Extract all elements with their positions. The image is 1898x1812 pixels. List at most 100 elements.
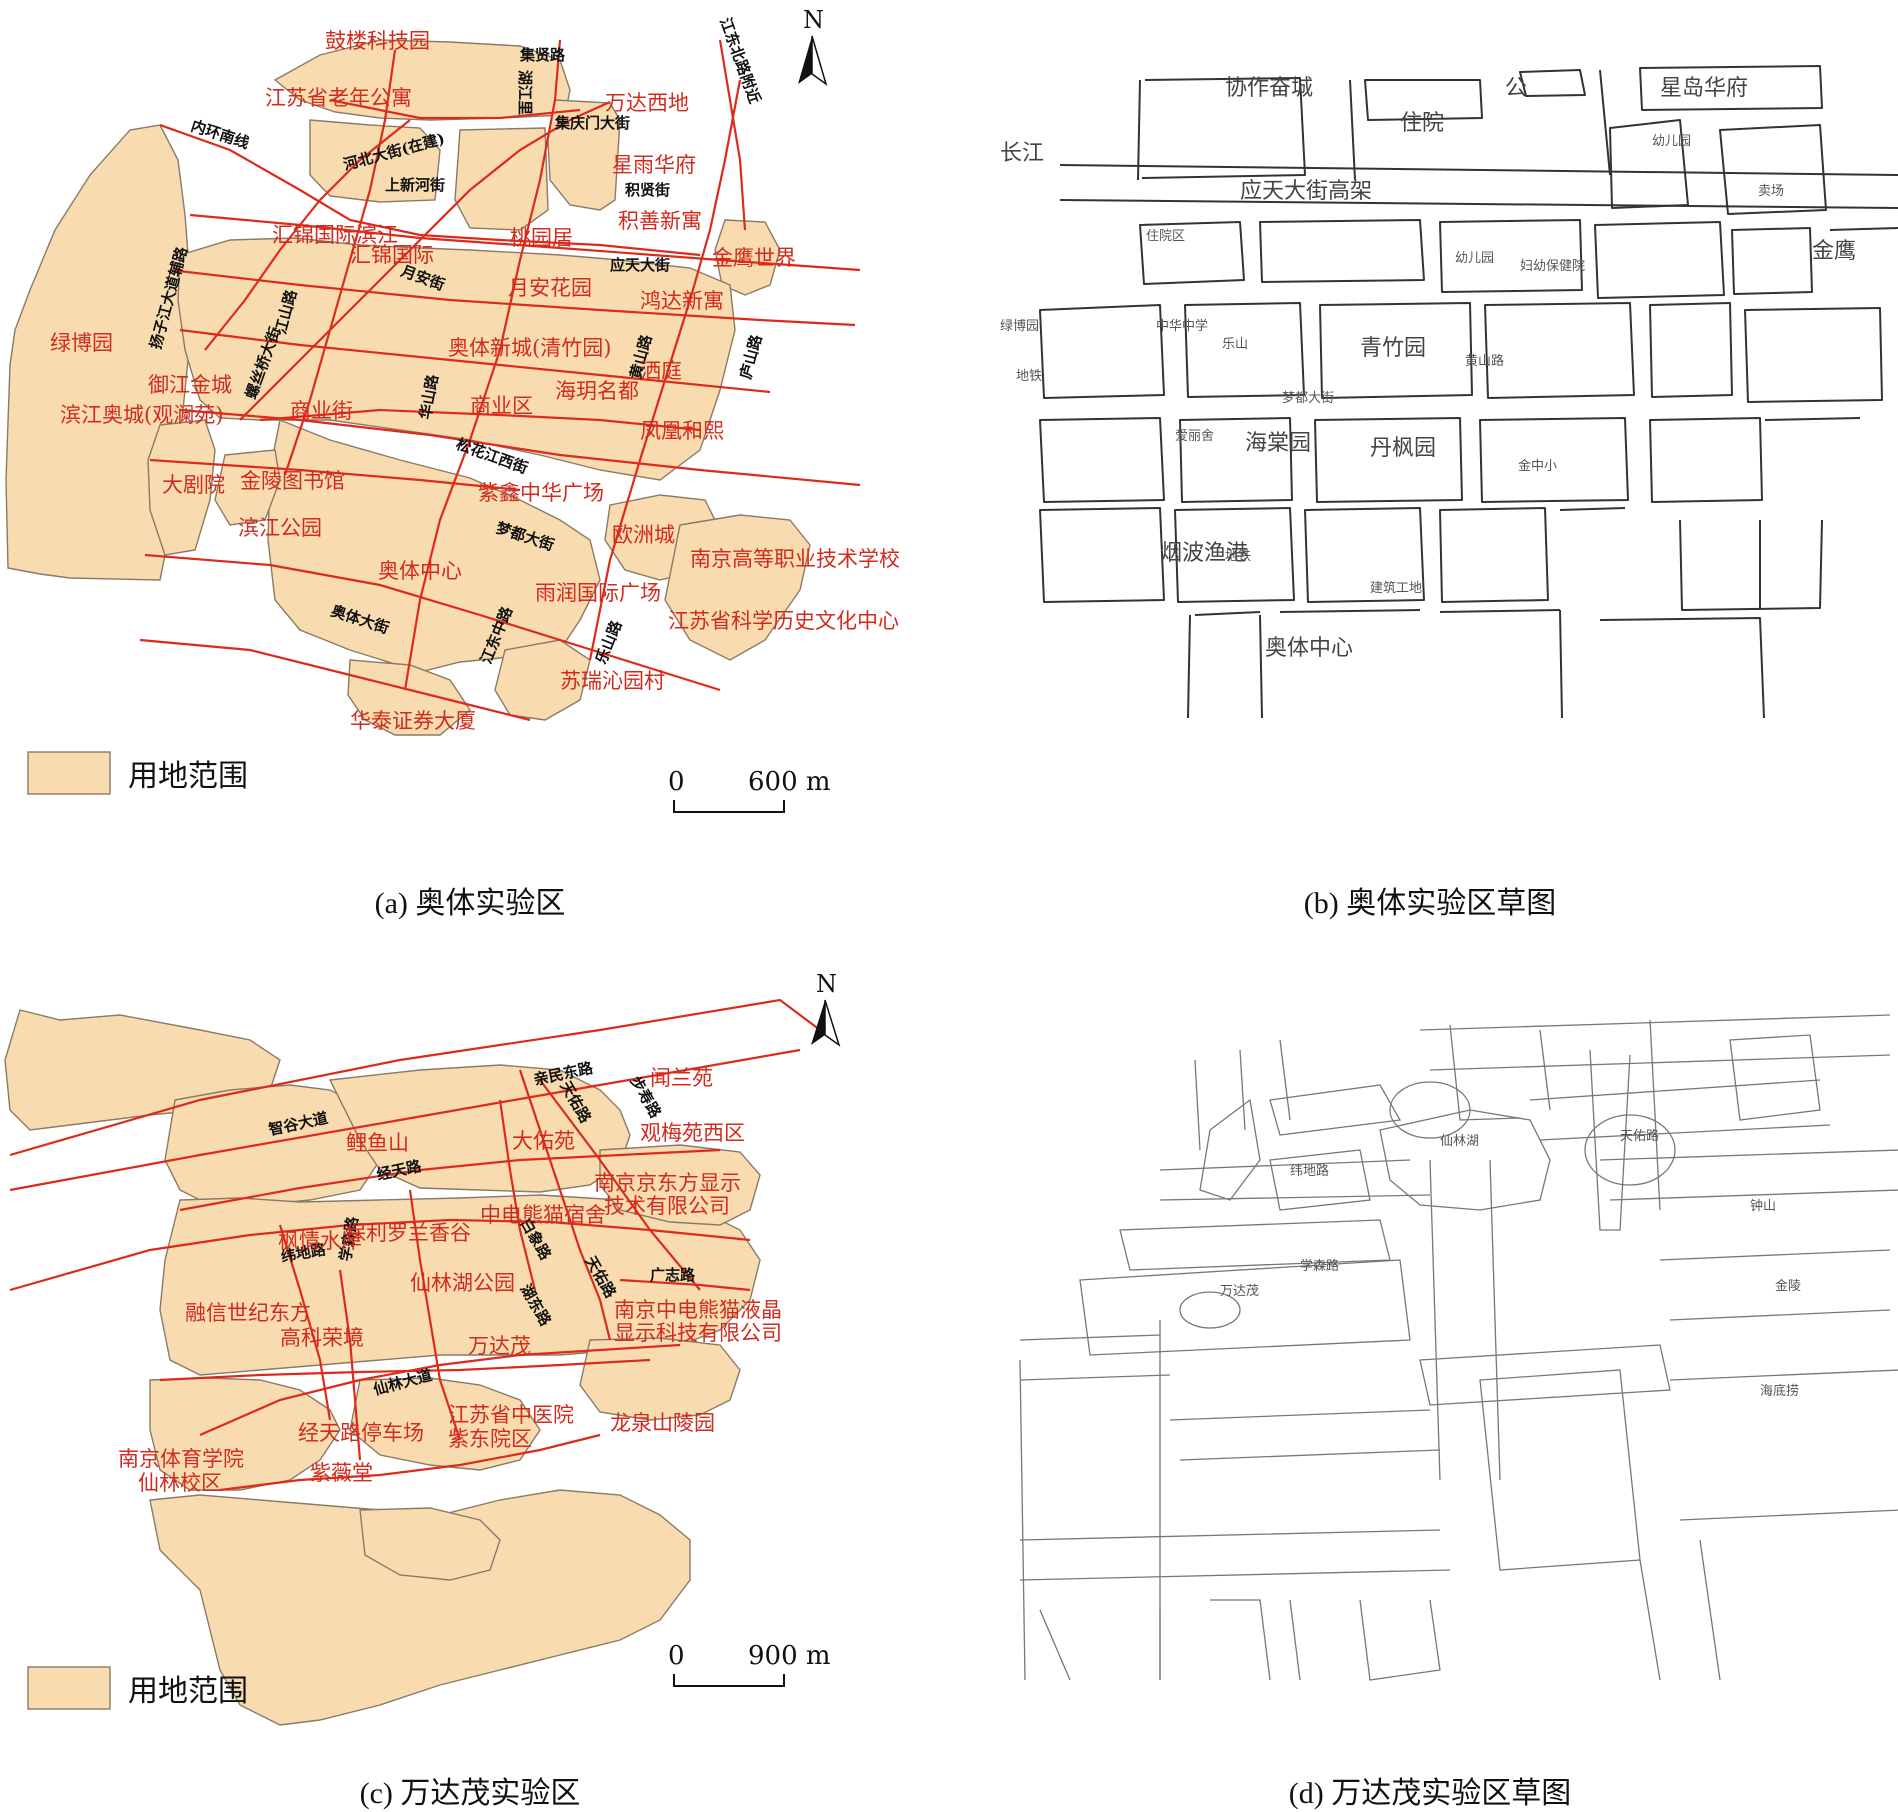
poi-labels: 鼓楼科技园 江苏省老年公寓 万达西地 星雨华府 积善新寓 汇锦国际滨江 汇锦国际… [50,29,900,733]
poi-label: 积善新寓 [618,209,702,233]
svg-text:建筑工地: 建筑工地 [1370,580,1422,596]
svg-text:仙林湖: 仙林湖 [1440,1134,1479,1149]
panel-a-map: N 集贤路 江东北路附近 湖江里 集庆门大街 内环南线 河北大街(在建) 上新河… [5,6,900,813]
poi-label: 奥体中心 [378,559,462,583]
svg-text:学森路: 学森路 [1300,1258,1339,1274]
svg-text:乐山: 乐山 [1222,337,1248,352]
svg-text:星岛华府: 星岛华府 [1660,76,1748,101]
svg-text:万达茂: 万达茂 [468,1334,531,1358]
svg-text:住院区: 住院区 [1146,229,1185,244]
caption-b: (b) 奥体实验区草图 [1303,887,1557,920]
svg-text:0: 0 [668,1641,685,1671]
svg-text:龙泉山陵园: 龙泉山陵园 [610,1411,715,1435]
svg-text:协作奋城: 协作奋城 [1225,76,1313,101]
svg-text:900 m: 900 m [748,1641,831,1671]
svg-text:闻兰苑: 闻兰苑 [650,1066,713,1090]
road-network [139,39,861,722]
road-label: 集庆门大街 [554,114,630,132]
svg-text:住院: 住院 [1400,111,1444,136]
north-label: N [803,6,824,34]
poi-label: 洒庭 [640,359,682,383]
road-label: 应天大街 [610,256,670,274]
poi-label: 雨润国际广场 [535,581,661,605]
svg-text:烟波渔港: 烟波渔港 [1160,541,1248,566]
svg-text:金陵: 金陵 [1775,1278,1801,1294]
svg-text:幼儿园: 幼儿园 [1652,134,1691,149]
svg-text:妇幼保健院: 妇幼保健院 [1520,258,1585,274]
poi-label: 汇锦国际滨江 [272,223,398,247]
poi-label: 奥体新城(清竹园) [448,336,611,360]
poi-label: 江苏省老年公寓 [265,86,412,110]
poi-label: 鼓楼科技园 [325,29,430,53]
north-arrow [798,35,828,86]
poi-label: 万达西地 [605,91,689,115]
svg-text:江苏省中医院: 江苏省中医院 [448,1403,574,1427]
panel-b-sketch: 协作奋城 公 星岛华府 住院 幼儿园 长江 应天大街高架 卖场 住院区 幼儿园 … [1000,65,1898,719]
poi-label: 江苏省科学历史文化中心 [668,609,899,633]
north-arrow [811,999,841,1047]
panel-d-sketch: 仙林湖 万达茂 学森路 纬地路 天佑路 钟山 金陵 海底捞 [1019,1014,1898,1681]
road-network [9,998,821,1492]
svg-text:奥体中心: 奥体中心 [1265,636,1353,661]
svg-text:紫薇堂: 紫薇堂 [310,1461,373,1485]
svg-text:中华中学: 中华中学 [1156,318,1208,334]
poi-label: 南京高等职业技术学校 [690,547,900,571]
poi-label: 汇锦国际 [350,243,434,267]
caption-d: (d) 万达茂实验区草图 [1288,1777,1572,1810]
poi-label: 海玥名都 [555,379,639,403]
poi-label: 紫鑫中华广场 [478,481,604,505]
land-parcels [4,1009,761,1726]
svg-text:卖场: 卖场 [1758,184,1784,199]
caption-c: (c) 万达茂实验区 [359,1777,581,1810]
poi-label: 星雨华府 [612,153,696,177]
svg-text:金鹰: 金鹰 [1812,239,1856,264]
svg-text:鲤鱼山: 鲤鱼山 [346,1131,409,1155]
legend-label: 用地范围 [128,1674,248,1709]
svg-text:高科荣境: 高科荣境 [280,1326,364,1350]
road-label: 湖江里 [516,70,534,115]
road-label: 庐山路 [736,332,765,381]
poi-label: 欧洲城 [612,523,675,547]
svg-text:爱丽舍: 爱丽舍 [1175,429,1214,444]
poi-label: 月安花园 [508,276,592,300]
north-label: N [816,970,837,998]
svg-text:绿博园: 绿博园 [1000,319,1039,334]
svg-text:技术有限公司: 技术有限公司 [604,1194,730,1218]
svg-text:公: 公 [1505,76,1527,101]
sketch-labels: 仙林湖 万达茂 学森路 纬地路 天佑路 钟山 金陵 海底捞 [1220,1128,1801,1399]
poi-labels: 闻兰苑 鲤鱼山 大佑苑 观梅苑西区 南京京东方显示 技术有限公司 枫情水岸 保利… [118,1066,782,1495]
legend-swatch [27,1666,111,1710]
svg-text:南京中电熊猫液晶: 南京中电熊猫液晶 [614,1298,782,1322]
road-label: 集贤路 [519,46,566,64]
poi-label: 商业街 [290,399,353,423]
sketch-labels: 协作奋城 公 星岛华府 住院 幼儿园 长江 应天大街高架 卖场 住院区 幼儿园 … [1000,76,1856,661]
poi-label: 鸿达新寓 [640,289,724,313]
svg-text:显示科技有限公司: 显示科技有限公司 [614,1321,782,1345]
svg-text:海棠园: 海棠园 [1245,431,1311,456]
poi-label: 凤凰和熙 [640,419,724,443]
poi-label: 华泰证券大厦 [350,709,476,733]
svg-text:南京京东方显示: 南京京东方显示 [594,1171,741,1195]
svg-text:枫情水岸: 枫情水岸 [278,1229,362,1253]
svg-text:丹枫园: 丹枫园 [1370,436,1436,461]
scale-bar: 0 600 m [668,767,831,813]
svg-text:钟山: 钟山 [1750,1198,1776,1214]
svg-text:融信世纪东方: 融信世纪东方 [185,1301,311,1325]
panel-c-map: N 亲民东路 智谷大道 天佑路 步寿路 经天路 纬地路 学森路 白象路 湖东路 … [4,970,841,1726]
poi-label: 金鹰世界 [712,246,796,270]
sketch-grid [1039,65,1898,719]
scale-zero: 0 [668,767,685,797]
svg-text:海底捞: 海底捞 [1760,1383,1799,1399]
svg-text:黄山路: 黄山路 [1465,353,1504,369]
scale-length: 600 m [748,767,831,797]
road-label: 上新河街 [385,176,445,194]
legend-swatch [27,751,111,795]
legend-label: 用地范围 [128,759,248,794]
svg-text:仙林湖公园: 仙林湖公园 [410,1271,515,1295]
poi-label: 御江金城 [148,373,232,397]
scale-bar: 0 900 m [668,1641,831,1687]
svg-text:纬地路: 纬地路 [1290,1163,1329,1179]
road-label: 积贤街 [625,181,670,199]
svg-text:南京体育学院: 南京体育学院 [118,1447,244,1471]
svg-text:长江: 长江 [1000,141,1044,166]
